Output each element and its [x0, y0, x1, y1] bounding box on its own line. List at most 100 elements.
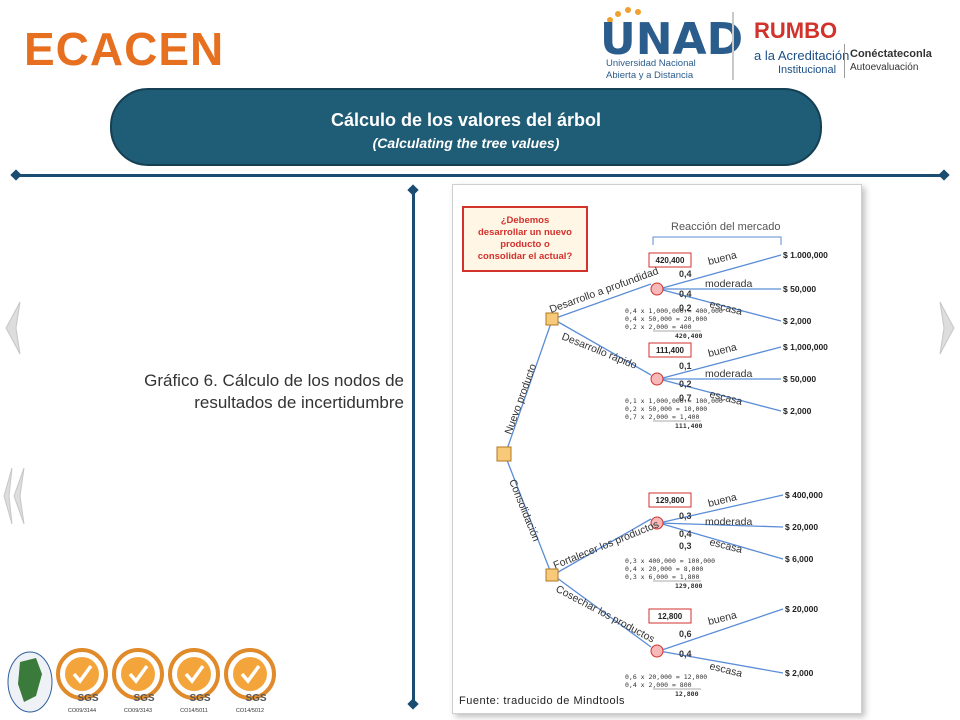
harvest-calc-total: 12,800: [675, 690, 699, 698]
strengthen-outcome-2-payoff: $ 6,000: [785, 554, 814, 564]
seal-3: SGS CO14/5012: [224, 648, 276, 714]
fast-chance-node: [650, 372, 664, 386]
seal-3-code: CO14/5012: [236, 708, 264, 714]
rumbo-logo-line2: Institucional: [778, 64, 837, 76]
deep-outcome-1-label: moderada: [705, 278, 752, 290]
horizontal-rule: [14, 174, 946, 177]
rumbo-logo-word: RUMBO: [754, 18, 838, 43]
harvest-outcome-1-prob: 0,4: [679, 649, 692, 659]
seal-1-code: CO09/3143: [124, 708, 152, 714]
deep-outcome-0-prob: 0,4: [679, 269, 692, 279]
seal-2-code: CO14/5011: [180, 708, 208, 714]
strengthen-outcome-0-payoff: $ 400,000: [785, 490, 823, 500]
market-reaction-label: Reacción del mercado: [671, 221, 780, 233]
rumbo-logo: RUMBO a la Acreditación Institucional Co…: [752, 14, 952, 84]
harvest-chance-node: [650, 644, 664, 658]
deep-outcome-2-prob: 0,2: [679, 303, 692, 313]
branch-new-product-label: Nuevo producto: [503, 362, 540, 436]
deep-outcome-2-payoff: $ 2,000: [783, 316, 812, 326]
deep-outcome-0-payoff: $ 1.000,000: [783, 250, 828, 260]
rumbo-logo-right1: Conéctateconla: [850, 48, 932, 60]
seal-1-brand: SGS: [133, 693, 154, 704]
caption-line2: resultados de incertidumbre: [194, 393, 404, 412]
first-slide-icon[interactable]: [2, 466, 26, 526]
prev-slide-icon[interactable]: [2, 300, 22, 356]
fast-outcome-0-label: buena: [707, 341, 738, 360]
unad-logo: UNAD Universidad Nacional Abierta y a Di…: [600, 6, 743, 84]
deep-value: 420,400: [656, 256, 685, 265]
fast-outcome-1-payoff: $ 50,000: [783, 374, 816, 384]
strengthen-outcome-2-prob: 0,3: [679, 541, 692, 551]
seal-3-check-icon: [233, 657, 267, 691]
question-line4: consolidar el actual?: [478, 251, 573, 262]
fast-calc-line-2: 0,7 x 2,000 = 1,400: [625, 413, 699, 421]
market-reaction-bracket: [652, 236, 782, 245]
seal-3-brand: SGS: [245, 693, 266, 704]
fast-calc-total: 111,400: [675, 422, 702, 430]
deep-value-box: [648, 252, 692, 268]
question-line3: producto o: [500, 239, 550, 250]
question-line2: desarrollar un nuevo: [478, 227, 572, 238]
rule-diamond-right: [938, 169, 950, 181]
sub-harvest-label: Cosechar los productos: [554, 583, 657, 645]
seal-1: SGS CO09/3143: [112, 648, 164, 714]
deep-calc-line-0: 0,4 x 1,000,000 = 400,000: [625, 307, 723, 315]
figure-caption: Gráfico 6. Cálculo de los nodos de resul…: [30, 370, 404, 414]
fast-outcome-1-label: moderada: [705, 368, 752, 380]
seal-2-check-icon: [177, 657, 211, 691]
fast-value-box: [648, 342, 692, 358]
harvest-outcome-1-payoff: $ 2,000: [785, 668, 814, 678]
strengthen-chance-node: [650, 516, 664, 530]
fast-value: 111,400: [656, 346, 685, 355]
strengthen-calc-line-0: 0,3 x 400,000 = 100,000: [625, 557, 715, 565]
next-slide-icon[interactable]: [938, 300, 958, 356]
strengthen-calc-line-1: 0,4 x 20,000 = 8,000: [625, 565, 703, 573]
harvest-calc-line-0: 0,6 x 20,000 = 12,000: [625, 673, 707, 681]
vertical-rule: [412, 190, 415, 704]
seal-0-brand: SGS: [77, 693, 98, 704]
seal-0-checkmark-icon: [72, 664, 93, 684]
logo-separator: [732, 12, 734, 80]
unad-logo-title: UNAD: [600, 14, 744, 65]
deep-outcome-1-payoff: $ 50,000: [783, 284, 816, 294]
harvest-outcome-0-payoff: $ 20,000: [785, 604, 818, 614]
harvest-value-box: [648, 608, 692, 624]
seal-2-checkmark-icon: [184, 664, 205, 684]
decision-tree-svg: ¿Debemos desarrollar un nuevo producto o…: [462, 206, 828, 698]
harvest-value: 12,800: [658, 612, 683, 621]
strengthen-calc-line-2: 0,3 x 6,000 = 1,800: [625, 573, 699, 581]
title-banner: Cálculo de los valores del árbol (Calcul…: [110, 88, 822, 166]
harvest-calc-line-1: 0,4 x 2,000 = 800: [625, 681, 692, 689]
strengthen-outcome-2-label: escasa: [708, 536, 743, 556]
branch-consolidate-label: Consolidación: [506, 478, 542, 544]
caption-line1: Gráfico 6. Cálculo de los nodos de: [144, 371, 404, 390]
fast-outcome-1-prob: 0,2: [679, 379, 692, 389]
banner-title: Cálculo de los valores del árbol: [330, 110, 602, 130]
question-box: [462, 206, 588, 272]
harvest-outcome-1-label: escasa: [708, 660, 743, 680]
certification-seals: SGSCO09/3144SGSCO09/3143SGSCO14/5011SGSC…: [7, 648, 276, 714]
strengthen-value-box: [648, 492, 692, 508]
fast-calc-line-1: 0,2 x 50,000 = 10,000: [625, 405, 707, 413]
deep-calc-total: 420,400: [675, 332, 702, 340]
deep-chance-node: [650, 282, 664, 296]
strengthen-calc-total: 129,800: [675, 582, 702, 590]
seal-0-code: CO09/3144: [68, 708, 96, 714]
banner-subtitle: (Calculating the tree values): [372, 135, 560, 151]
deep-calc-line-1: 0,4 x 50,000 = 20,000: [625, 315, 707, 323]
rumbo-logo-line1: a la Acreditación: [754, 48, 850, 63]
seal-1-check-icon: [121, 657, 155, 691]
new-product-decision-node: [545, 312, 559, 326]
seal-1-checkmark-icon: [128, 664, 149, 684]
fast-calc-line-0: 0,1 x 1,000,000 = 100,000: [625, 397, 723, 405]
rule-diamond-top: [407, 184, 419, 196]
unad-logo-line1: Universidad Nacional: [606, 58, 696, 69]
deep-calc-line-2: 0,2 x 2,000 = 400: [625, 323, 692, 331]
unad-logo-line2: Abierta y a Distancia: [606, 70, 694, 81]
rule-diamond-bottom: [407, 698, 419, 710]
rumbo-logo-separator: [844, 44, 845, 78]
fast-outcome-2-payoff: $ 2,000: [783, 406, 812, 416]
strengthen-outcome-1-label: moderada: [705, 516, 752, 528]
deep-outcome-0-label: buena: [707, 249, 738, 268]
